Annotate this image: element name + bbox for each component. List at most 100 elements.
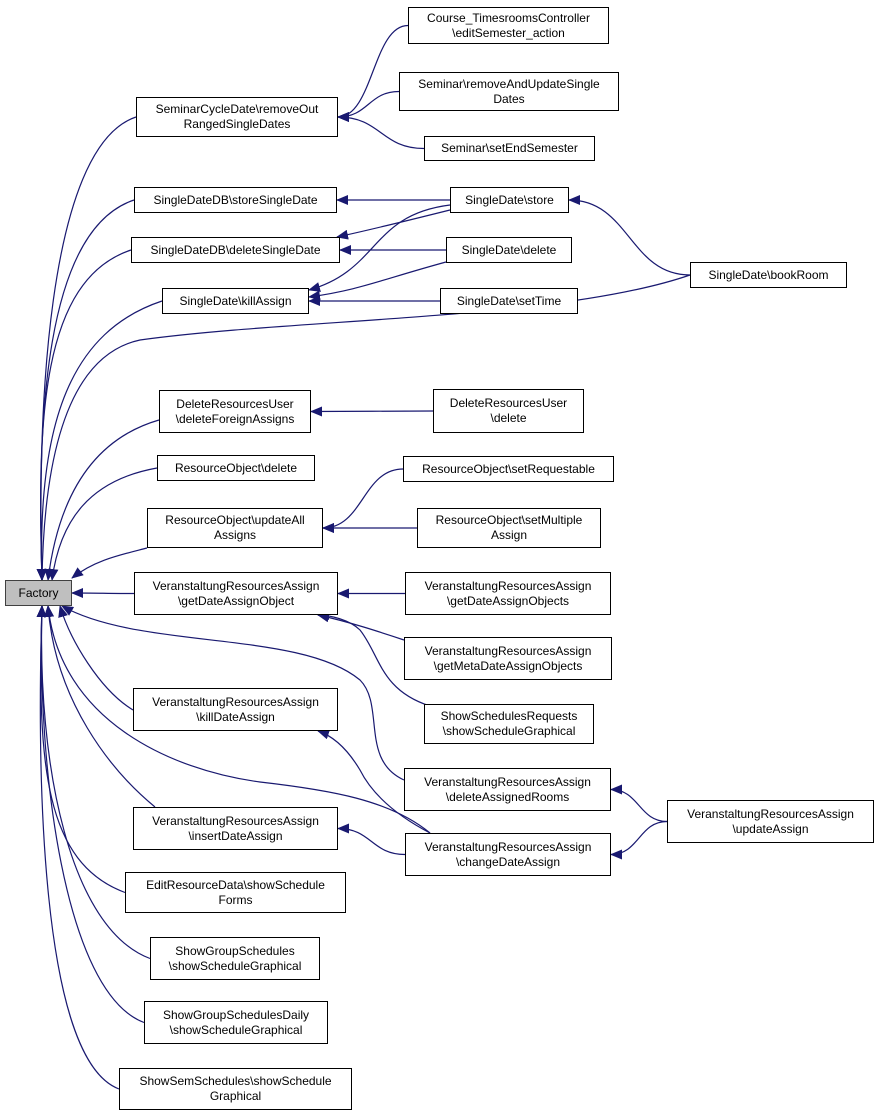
node-showgroupschedules-showschedulegraphical[interactable]: ShowGroupSchedules\showScheduleGraphical — [150, 937, 320, 980]
node-vra-updateassign[interactable]: VeranstaltungResourcesAssign\updateAssig… — [667, 800, 874, 843]
node-label-line: EditResourceData\showSchedule — [146, 877, 325, 892]
node-singledate-bookroom[interactable]: SingleDate\bookRoom — [690, 262, 847, 288]
node-label-line: Forms — [218, 892, 253, 907]
node-label-line: \deleteAssignedRooms — [445, 789, 570, 804]
node-singledate-killassign[interactable]: SingleDate\killAssign — [162, 288, 309, 314]
node-label-line: SingleDate\setTime — [456, 293, 562, 308]
edge-vra_deleteassignedrooms-to-factory — [61, 605, 405, 781]
edge-singledatedb_deletesingledate-to-factory — [36, 249, 132, 581]
node-label-line: SingleDate\delete — [461, 242, 557, 257]
node-seminar-setendsemester[interactable]: Seminar\setEndSemester — [424, 136, 595, 161]
edge-seminar_setendsemester-to-seminarcycledate_removeoutrangedsingledates — [337, 112, 425, 150]
node-vra-getdateassignobject[interactable]: VeranstaltungResourcesAssign\getDateAssi… — [134, 572, 338, 615]
node-label-line: ResourceObject\updateAll — [165, 513, 305, 527]
node-course-timesroomscontroller-editsemester-action[interactable]: Course_TimesroomsController\editSemester… — [408, 7, 609, 44]
node-label-line: SingleDateDB\deleteSingleDate — [150, 242, 321, 257]
edge-singledate_store-to-singledatedb_deletesingledate — [336, 209, 451, 240]
node-resourceobject-delete[interactable]: ResourceObject\delete — [157, 455, 315, 481]
node-singledate-delete[interactable]: SingleDate\delete — [446, 237, 572, 263]
node-label-line: SingleDate\bookRoom — [708, 267, 829, 282]
edge-deleteresourcesuser_delete-to-deleteresourcesuser_deleteforeignassigns — [310, 406, 434, 417]
node-deleteresourcesuser-deleteforeignassigns[interactable]: DeleteResourcesUser\deleteForeignAssigns — [159, 390, 311, 433]
edge-vra_updateassign-to-vra_deleteassignedrooms — [610, 784, 668, 823]
node-label-line: RangedSingleDates — [183, 117, 291, 131]
node-label-line: VeranstaltungResourcesAssign — [424, 643, 592, 658]
node-label-line: DeleteResourcesUser — [449, 396, 568, 410]
edge-vra_insertdateassign-to-factory — [43, 605, 156, 808]
node-label-line: VeranstaltungResourcesAssign — [424, 578, 592, 593]
edge-singledatedb_storesingledate-to-factory — [36, 199, 135, 581]
node-label-line: VeranstaltungResourcesAssign — [687, 806, 854, 821]
edge-singledate_killassign-to-factory — [36, 300, 163, 581]
node-label-line: ShowGroupSchedulesDaily — [162, 1007, 310, 1022]
edge-showgroupschedulesdaily_showschedulegraphical-to-factory — [36, 605, 145, 1024]
edge-course_timesroomscontroller_editsemester_action-to-seminarcycledate_removeoutrangedsingledates — [337, 24, 409, 122]
node-label-line: VeranstaltungResourcesAssign — [152, 694, 319, 709]
node-label-line: \showScheduleGraphical — [168, 958, 302, 973]
node-deleteresourcesuser-delete[interactable]: DeleteResourcesUser\delete — [433, 389, 584, 433]
node-vra-killdateassign[interactable]: VeranstaltungResourcesAssign\killDateAss… — [133, 688, 338, 731]
node-vra-changedateassign[interactable]: VeranstaltungResourcesAssign\changeDateA… — [405, 833, 611, 876]
edge-vra_changedateassign-to-factory — [44, 605, 431, 834]
node-label-line: VeranstaltungResourcesAssign — [424, 839, 592, 854]
node-label-line: \getDateAssignObject — [177, 593, 295, 608]
node-label-line: \killDateAssign — [196, 709, 275, 724]
edge-vra_getmetadateassignobjects-to-vra_getdateassignobject — [317, 612, 405, 641]
node-label-line: \getMetaDateAssignObjects — [433, 658, 583, 673]
node-label-line: Assigns — [213, 528, 257, 542]
node-singledate-settime[interactable]: SingleDate\setTime — [440, 288, 578, 314]
node-showgroupschedulesdaily-showschedulegraphical[interactable]: ShowGroupSchedulesDaily\showScheduleGrap… — [144, 1001, 328, 1044]
node-label-line: Graphical — [209, 1089, 262, 1103]
node-label-line: VeranstaltungResourcesAssign — [152, 578, 320, 593]
node-label-line: ShowSemSchedules\showSchedule — [139, 1074, 332, 1088]
node-singledate-store[interactable]: SingleDate\store — [450, 187, 569, 213]
node-showschedulesrequests-showschedulegraphical[interactable]: ShowSchedulesRequests\showScheduleGraphi… — [424, 704, 594, 744]
node-label-line: Assign — [490, 528, 528, 542]
node-label-line: Dates — [493, 91, 525, 106]
node-label-line: \editSemester_action — [452, 25, 565, 40]
edge-vra_killdateassign-to-factory — [58, 605, 134, 711]
node-label-line: SingleDate\store — [465, 192, 554, 207]
edge-resourceobject_updateallassigns-to-factory — [71, 547, 148, 579]
edge-vra_updateassign-to-vra_changedateassign — [610, 820, 668, 860]
node-vra-getmetadateassignobjects[interactable]: VeranstaltungResourcesAssign\getMetaDate… — [404, 637, 612, 680]
node-singledatedb-deletesingledate[interactable]: SingleDateDB\deleteSingleDate — [131, 237, 340, 263]
node-label-line: SingleDateDB\storeSingleDate — [153, 192, 318, 207]
edge-showschedulesrequests_showschedulegraphical-to-vra_getdateassignobject — [317, 610, 431, 707]
edge-singledate_delete-to-singledate_killassign — [308, 261, 447, 301]
node-label-line: SeminarCycleDate\removeOut — [155, 102, 319, 116]
node-label-line: \updateAssign — [732, 821, 809, 836]
edge-deleteresourcesuser_deleteforeignassigns-to-factory — [44, 419, 160, 581]
edge-singledate_bookroom-to-singledate_store — [568, 195, 691, 276]
node-vra-getdateassignobjects[interactable]: VeranstaltungResourcesAssign\getDateAssi… — [405, 572, 611, 615]
edge-vra_getdateassignobject-to-factory — [71, 588, 135, 599]
node-singledatedb-storesingledate[interactable]: SingleDateDB\storeSingleDate — [134, 187, 337, 213]
node-label-line: DeleteResourcesUser — [176, 396, 294, 411]
node-label-line: Course_TimesroomsController — [427, 10, 590, 25]
edge-seminar_removeandupdatesingledates-to-seminarcycledate_removeoutrangedsingledates — [337, 90, 400, 122]
edge-resourceobject_setrequestable-to-resourceobject_updateallassigns — [322, 468, 404, 533]
node-resourceobject-setrequestable[interactable]: ResourceObject\setRequestable — [403, 456, 614, 482]
node-label-line: \getDateAssignObjects — [446, 593, 570, 608]
node-label-line: Seminar\removeAndUpdateSingle — [418, 76, 600, 91]
node-factory[interactable]: Factory — [5, 580, 72, 606]
edge-editresourcedata_showscheduleforms-to-factory — [36, 605, 126, 894]
node-label-line: ShowSchedulesRequests — [440, 709, 578, 723]
node-label-line: \deleteForeignAssigns — [175, 411, 295, 426]
node-label-line: ResourceObject\delete — [174, 460, 298, 475]
node-label-line: VeranstaltungResourcesAssign — [152, 813, 319, 828]
node-vra-deleteassignedrooms[interactable]: VeranstaltungResourcesAssign\deleteAssig… — [404, 768, 611, 811]
node-vra-insertdateassign[interactable]: VeranstaltungResourcesAssign\insertDateA… — [133, 807, 338, 850]
node-label-line: SingleDate\killAssign — [179, 293, 292, 308]
node-label-line: \changeDateAssign — [455, 854, 561, 869]
node-label-line: VeranstaltungResourcesAssign — [424, 774, 591, 789]
node-label-line: \delete — [490, 411, 527, 425]
edge-showsemschedules_showschedulegraphical-to-factory — [36, 605, 120, 1090]
